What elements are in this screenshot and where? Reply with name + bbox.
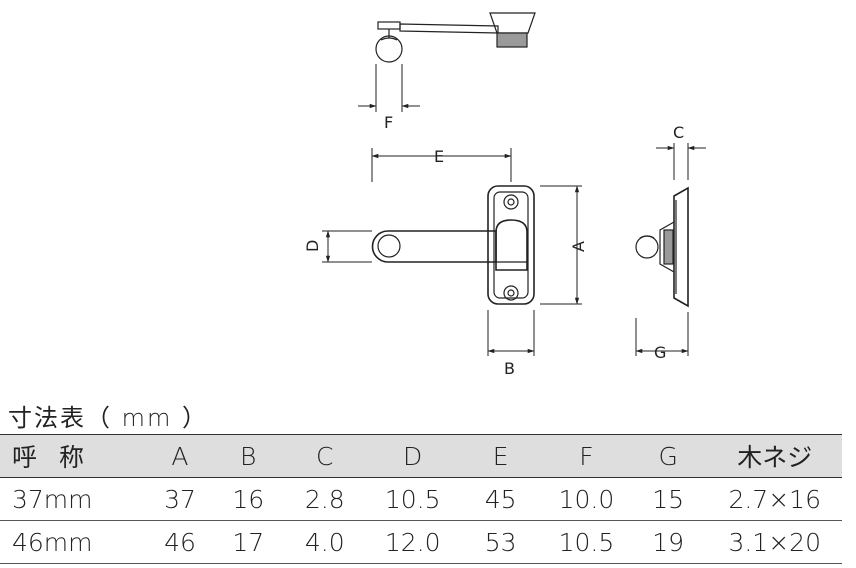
cell-a: 37 xyxy=(164,484,196,514)
front-view: E D A B xyxy=(303,147,588,378)
dim-label-b: B xyxy=(504,359,515,378)
cell-d: 12.0 xyxy=(384,527,441,557)
cell-f: 10.0 xyxy=(558,484,615,514)
cell-f: 10.5 xyxy=(558,527,615,557)
dim-label-e: E xyxy=(434,147,444,166)
cell-d: 10.5 xyxy=(384,484,441,514)
cell-e: 53 xyxy=(484,527,517,557)
cell-c: 4.0 xyxy=(304,527,345,557)
table-row: 46mm 46 17 4.0 12.0 53 10.5 19 3.1×20 xyxy=(0,521,842,564)
cell-wood-screw: 2.7×16 xyxy=(728,484,821,514)
cell-g: 15 xyxy=(652,484,685,514)
header-c: C xyxy=(316,441,334,471)
header-e: E xyxy=(492,441,509,471)
dim-label-c: C xyxy=(673,123,684,142)
cell-a: 46 xyxy=(164,527,196,557)
header-b: B xyxy=(240,441,257,471)
cell-g: 19 xyxy=(652,527,685,557)
cell-e: 45 xyxy=(484,484,517,514)
spec-table-caption: 寸法表（ mm ） xyxy=(8,404,209,432)
dim-label-g: G xyxy=(654,343,666,362)
cell-nominal: 46mm xyxy=(12,527,93,557)
header-f: F xyxy=(579,441,594,471)
top-view: F xyxy=(358,12,536,132)
spec-table: 呼称 A B C D E F G 木ネジ 37mm 37 16 2.8 10.5… xyxy=(0,434,842,564)
header-wood-screw: 木ネジ xyxy=(737,443,813,472)
latch-technical-drawing: F E D A B xyxy=(303,12,706,378)
table-row: 37mm 37 16 2.8 10.5 45 10.0 15 2.7×16 xyxy=(0,478,842,521)
cell-nominal: 37mm xyxy=(12,484,93,514)
dim-label-a: A xyxy=(569,241,588,252)
dim-label-d: D xyxy=(303,240,322,252)
side-view: C G xyxy=(635,123,706,362)
cell-b: 17 xyxy=(232,527,265,557)
cell-b: 16 xyxy=(232,484,265,514)
header-d: D xyxy=(403,441,423,471)
dim-label-f: F xyxy=(384,113,393,132)
header-g: G xyxy=(658,441,678,471)
header-nominal: 呼称 xyxy=(12,443,107,472)
cell-wood-screw: 3.1×20 xyxy=(728,527,821,557)
header-a: A xyxy=(171,441,189,471)
spec-table-header-row: 呼称 A B C D E F G 木ネジ xyxy=(0,434,842,478)
cell-c: 2.8 xyxy=(304,484,345,514)
